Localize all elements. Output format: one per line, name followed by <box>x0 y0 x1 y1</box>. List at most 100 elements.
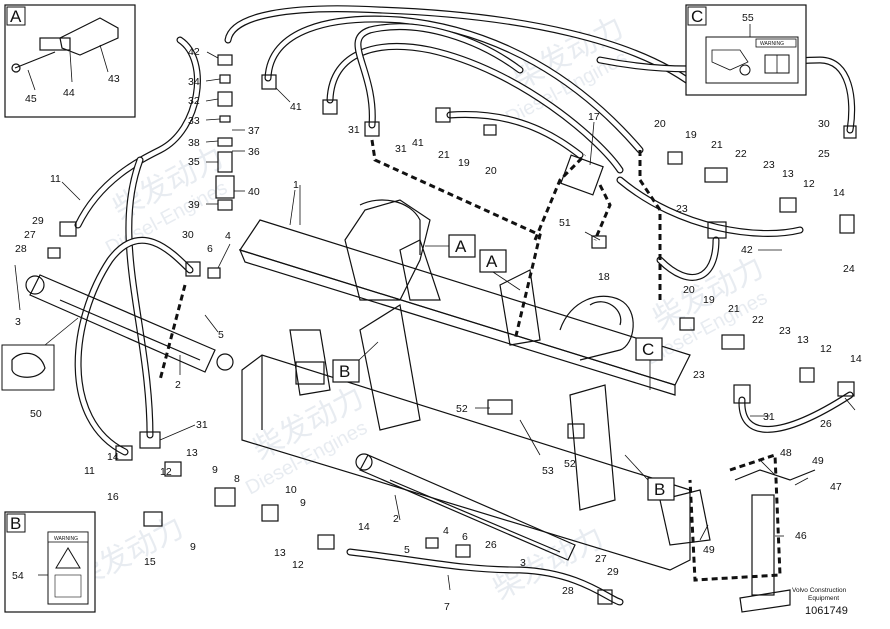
label-47: 47 <box>830 481 842 493</box>
label-11: 11 <box>50 173 61 185</box>
label-29: 29 <box>32 215 44 227</box>
label-16: 16 <box>107 491 119 503</box>
label-3: 3 <box>15 316 21 328</box>
label-31: 31 <box>763 411 775 423</box>
label-29: 29 <box>607 566 619 578</box>
warning-triangle-icon <box>55 547 81 569</box>
part-labels: 42 34 32 3 3 38 35 39 37 36 40 41 31 31 4… <box>15 46 862 613</box>
upper-hoses <box>224 5 856 237</box>
label-19: 19 <box>703 294 715 306</box>
fittings <box>47 54 857 605</box>
label-31: 31 <box>196 419 208 431</box>
label-55: 55 <box>742 12 754 24</box>
left-hoses <box>74 36 201 456</box>
watermark: 柴发动力 Diesel-Engines 柴发动力 Diesel-Engines … <box>68 11 771 606</box>
label-20: 20 <box>654 118 666 130</box>
label-21: 21 <box>728 303 740 315</box>
label-13: 13 <box>797 334 809 346</box>
label-25: 25 <box>818 148 830 160</box>
label-3: 3 <box>520 557 526 569</box>
label-15: 15 <box>144 556 156 568</box>
label-30: 30 <box>182 229 194 241</box>
footer-company: Volvo Construction <box>792 587 847 594</box>
label-51: 51 <box>559 217 571 229</box>
label-14: 14 <box>107 451 119 463</box>
label-35: 35 <box>188 156 200 168</box>
label-21: 21 <box>711 139 723 151</box>
label-38: 38 <box>188 137 200 149</box>
detail-a-letter: A <box>10 7 22 26</box>
label-22: 22 <box>752 314 764 326</box>
wheel-icon <box>739 64 751 76</box>
callout-b-2-letter: B <box>654 480 665 499</box>
label-6: 6 <box>207 243 213 255</box>
label-9: 9 <box>190 541 196 553</box>
label-2: 2 <box>393 513 399 525</box>
label-18: 18 <box>598 271 610 283</box>
label-27: 27 <box>24 229 36 241</box>
detail-50 <box>1 344 55 391</box>
label-32: 32 <box>188 95 200 107</box>
bottom-hose <box>346 548 624 606</box>
label-8: 8 <box>234 473 240 485</box>
label-1: 1 <box>293 179 299 191</box>
label-5: 5 <box>218 329 224 341</box>
callout-c-1-letter: C <box>642 340 654 359</box>
label-26: 26 <box>820 418 832 430</box>
label-23: 23 <box>779 325 791 337</box>
label-53: 53 <box>542 465 554 477</box>
footer: Volvo Construction Equipment 1061749 <box>792 587 848 617</box>
label-41: 41 <box>412 137 424 149</box>
detail-box-a: A 43 44 45 <box>4 4 136 118</box>
callout-a-2-letter: A <box>486 252 498 271</box>
label-37: 37 <box>248 125 260 137</box>
label-20: 20 <box>683 284 695 296</box>
label-26: 26 <box>485 539 497 551</box>
label-52: 52 <box>564 458 576 470</box>
label-13: 13 <box>274 547 286 559</box>
label-40: 40 <box>248 186 260 198</box>
label-13: 13 <box>782 168 794 180</box>
label-42: 42 <box>188 46 200 58</box>
detail-box-b: B WARNING 54 <box>4 511 96 613</box>
label-31: 31 <box>395 143 407 155</box>
label-23: 23 <box>693 369 705 381</box>
label-27: 27 <box>595 553 607 565</box>
warning-text-b: WARNING <box>54 536 78 542</box>
footer-subtitle: Equipment <box>808 595 839 602</box>
label-12: 12 <box>292 559 304 571</box>
cylinder-upper <box>25 274 234 373</box>
label-10: 10 <box>285 484 297 496</box>
label-48: 48 <box>780 447 792 459</box>
detail-c-badge <box>687 6 707 26</box>
label-52: 52 <box>456 403 468 415</box>
label-42: 42 <box>741 244 753 256</box>
label-11: 11 <box>84 465 95 477</box>
label-12: 12 <box>820 343 832 355</box>
label-54: 54 <box>12 570 24 582</box>
callout-b-2 <box>647 477 675 501</box>
label-21: 21 <box>438 149 450 161</box>
label-34: 34 <box>188 76 200 88</box>
label-9: 9 <box>300 497 306 509</box>
label-19: 19 <box>685 129 697 141</box>
label-14: 14 <box>850 353 862 365</box>
frame <box>238 199 711 571</box>
detail-c-letter: C <box>691 7 703 26</box>
callout-c-1 <box>635 337 663 361</box>
label-6: 6 <box>462 531 468 543</box>
label-31: 31 <box>348 124 360 136</box>
cylinder-lower <box>355 453 576 561</box>
label-9: 9 <box>212 464 218 476</box>
machine-icon <box>711 49 749 71</box>
callout-a-1-letter: A <box>455 237 467 256</box>
drawing-number: 1061749 <box>805 605 848 617</box>
label-19: 19 <box>458 157 470 169</box>
label-36: 36 <box>248 146 260 158</box>
label-41: 41 <box>290 101 302 113</box>
label-43: 43 <box>108 73 120 85</box>
label-28: 28 <box>15 243 27 255</box>
label-39: 39 <box>188 199 200 211</box>
label-24: 24 <box>843 263 855 275</box>
